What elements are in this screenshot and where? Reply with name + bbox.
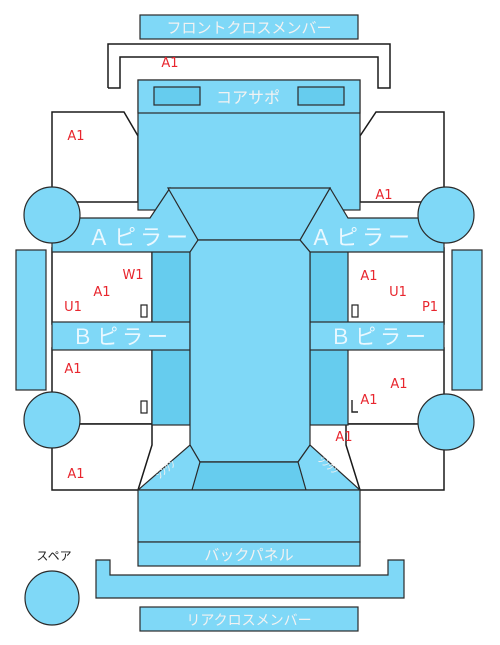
damage-code-left-rear-fender: A1 xyxy=(67,467,84,482)
damage-code-left-rear-door: A1 xyxy=(64,362,81,377)
damage-code-right-front-door-u: U1 xyxy=(389,285,407,300)
roof-part[interactable] xyxy=(189,239,311,463)
right-front-door-outline xyxy=(345,247,445,325)
b-pillar-right-part[interactable]: Ｂピラー xyxy=(309,321,445,351)
right-front-fender-outline xyxy=(359,111,445,203)
right-front-door-handle xyxy=(351,304,359,318)
spare-tire[interactable] xyxy=(24,570,80,626)
damage-code-right-front-door-p: P1 xyxy=(422,300,438,315)
rear-bumper-part[interactable] xyxy=(95,559,405,599)
core-support-label: コアサポ xyxy=(216,88,280,107)
front-left-wheel[interactable] xyxy=(23,186,81,244)
a-pillar-right-part[interactable]: Ａピラー xyxy=(299,186,445,253)
b-pillar-right-label: Ｂピラー xyxy=(330,325,430,349)
headlight-right xyxy=(297,86,345,106)
back-panel-label: バックパネル xyxy=(204,546,293,564)
spare-label: スペア xyxy=(36,549,71,563)
headlight-left xyxy=(153,86,201,106)
b-pillar-left-part[interactable]: Ｂピラー xyxy=(51,321,191,351)
rear-cross-member-label: リアクロスメンバー xyxy=(186,613,311,629)
b-pillar-left-label: Ｂピラー xyxy=(72,325,172,349)
damage-code-right-rear-fender: A1 xyxy=(335,430,352,445)
front-bumper-outline xyxy=(107,43,391,89)
damage-code-front-right-fender: A1 xyxy=(375,188,392,203)
damage-code-right-rear-door-b: A1 xyxy=(360,393,377,408)
damage-code-front-left-fender: A1 xyxy=(67,129,84,144)
damage-code-right-front-door-top: A1 xyxy=(360,269,377,284)
rear-cross-member-part[interactable]: リアクロスメンバー xyxy=(139,606,359,632)
damage-code-left-front-door-mid: A1 xyxy=(93,285,110,300)
damage-code-right-rear-door-a: A1 xyxy=(390,377,407,392)
trunk-center xyxy=(191,461,307,491)
damage-code-left-front-door-top: W1 xyxy=(122,268,143,283)
a-pillar-left-label: Ａピラー xyxy=(88,226,192,251)
a-pillar-right-label: Ａピラー xyxy=(310,226,414,251)
left-rear-fender-outline xyxy=(51,423,153,491)
rear-right-wheel[interactable] xyxy=(417,393,475,451)
damage-code-left-front-door-low: U1 xyxy=(64,300,82,315)
right-rocker-panel[interactable] xyxy=(451,249,483,391)
left-front-door-handle xyxy=(140,304,148,318)
front-cross-member-label: フロントクロスメンバー xyxy=(166,19,331,37)
left-rocker-panel[interactable] xyxy=(15,249,47,391)
damage-code-front-cross: A1 xyxy=(161,56,178,71)
right-rear-door-handle xyxy=(351,400,358,413)
front-cross-member-part[interactable]: フロントクロスメンバー xyxy=(139,14,359,40)
left-rear-door-handle xyxy=(140,400,148,414)
left-front-fender-outline xyxy=(51,111,139,203)
rear-left-wheel[interactable] xyxy=(23,391,81,449)
front-right-wheel[interactable] xyxy=(417,186,475,244)
a-pillar-left-part[interactable]: Ａピラー xyxy=(51,186,201,253)
back-panel-part[interactable]: バックパネル xyxy=(137,541,361,567)
rear-deck-part[interactable] xyxy=(137,489,361,543)
